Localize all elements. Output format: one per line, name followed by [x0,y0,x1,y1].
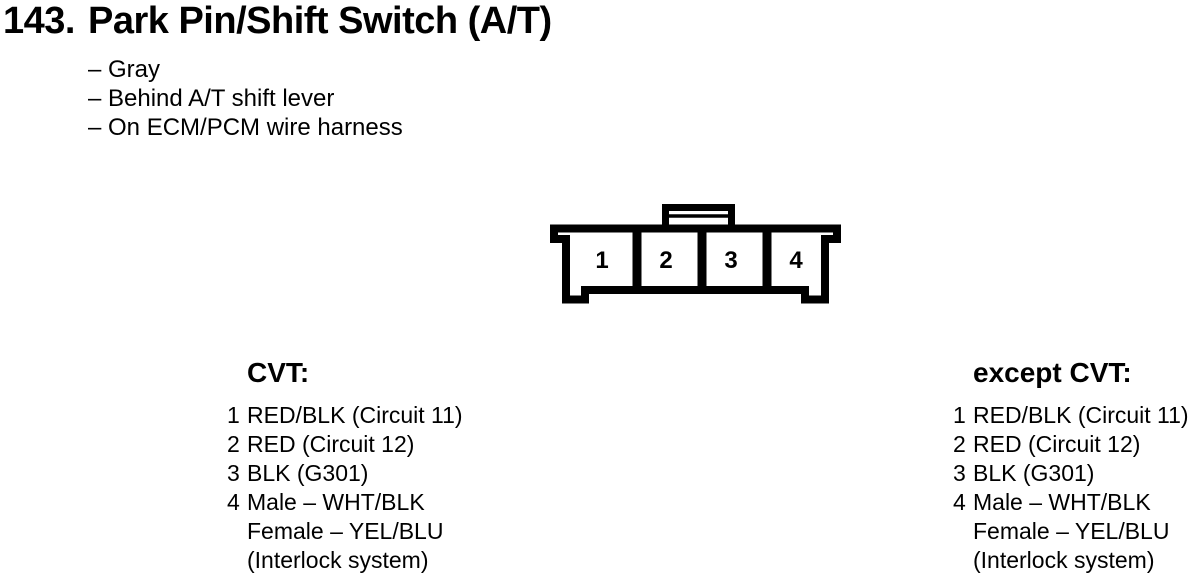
pin-row: 3 BLK (G301) [227,459,557,488]
pin-description: RED (Circuit 12) [973,431,1141,457]
pin-number: 3 [227,460,240,486]
pin-description: RED/BLK (Circuit 11) [247,402,463,428]
pin-description: RED (Circuit 12) [247,431,415,457]
pin-description-line: Male – WHT/BLK [247,489,425,515]
pin-description: RED/BLK (Circuit 11) [973,402,1189,428]
column-cvt: CVT: 1 RED/BLK (Circuit 11) 2 RED (Circu… [227,357,557,575]
pin-number: 1 [227,402,240,428]
note-item: – Behind A/T shift lever [88,85,335,112]
pin-description-line: (Interlock system) [247,547,429,573]
pin-row: 4 Male – WHT/BLK Female – YEL/BLU (Inter… [953,488,1200,575]
pin-cell-number: 1 [595,247,608,274]
pin-row: 2 RED (Circuit 12) [953,430,1200,459]
pin-cell-number: 3 [724,247,737,274]
pin-row: 3 BLK (G301) [953,459,1200,488]
column-except-cvt-heading: except CVT: [973,357,1132,388]
pin-row: 4 Male – WHT/BLK Female – YEL/BLU (Inter… [227,488,557,575]
connector-svg: 1 2 3 4 [550,204,841,304]
pin-number: 4 [953,489,966,515]
pin-cell-number: 2 [659,247,672,274]
pin-number: 1 [953,402,966,428]
page-title: 143. Park Pin/Shift Switch (A/T) [3,0,552,42]
pin-description-line: Female – YEL/BLU [973,518,1170,544]
item-number: 143. [3,0,75,42]
pin-list-except-cvt: 1 RED/BLK (Circuit 11) 2 RED (Circuit 12… [953,401,1200,575]
pin-description-line: (Interlock system) [973,547,1155,573]
pin-description: BLK (G301) [973,460,1095,486]
note-item: – On ECM/PCM wire harness [88,114,403,141]
connector-diagram: 1 2 3 4 [544,196,848,312]
pin-row: 1 RED/BLK (Circuit 11) [953,401,1200,430]
pin-number: 2 [227,431,240,457]
note-item: – Gray [88,56,161,83]
pin-description: Male – WHT/BLK Female – YEL/BLU (Interlo… [247,488,557,575]
pin-number: 2 [953,431,966,457]
pin-description-line: Female – YEL/BLU [247,518,444,544]
notes-list: – Gray – Behind A/T shift lever – On ECM… [88,55,403,142]
pin-row: 2 RED (Circuit 12) [227,430,557,459]
pin-number: 3 [953,460,966,486]
pin-list-cvt: 1 RED/BLK (Circuit 11) 2 RED (Circuit 12… [227,401,557,575]
pin-row: 1 RED/BLK (Circuit 11) [227,401,557,430]
column-cvt-heading: CVT: [247,357,310,388]
pin-number: 4 [227,489,240,515]
pin-description-line: Male – WHT/BLK [973,489,1151,515]
pin-description: Male – WHT/BLK Female – YEL/BLU (Interlo… [973,488,1200,575]
pin-cell-number: 4 [789,247,803,274]
column-except-cvt: except CVT: 1 RED/BLK (Circuit 11) 2 RED… [953,357,1200,575]
pin-description: BLK (G301) [247,460,369,486]
title-text: Park Pin/Shift Switch (A/T) [88,0,552,42]
